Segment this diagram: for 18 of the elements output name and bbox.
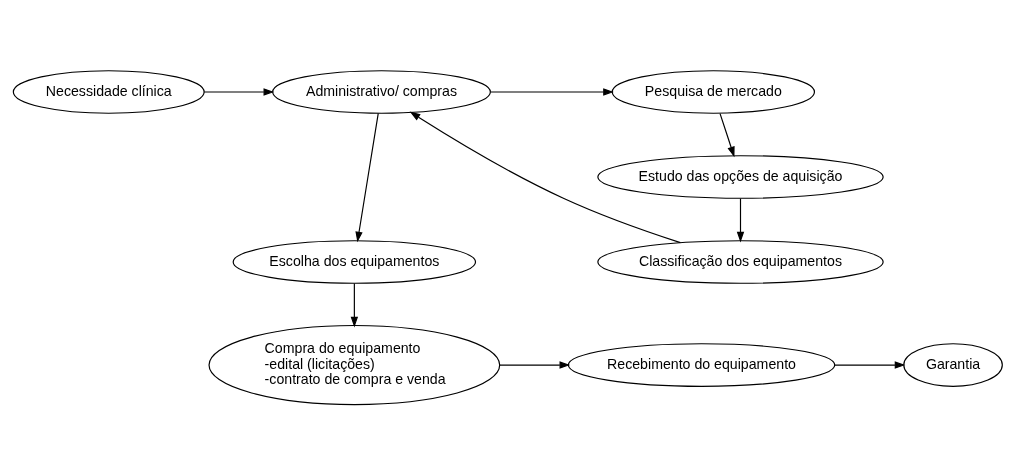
node-ellipse: Administrativo/ compras [272, 70, 491, 114]
node-ellipse: Pesquisa de mercado [611, 70, 816, 114]
node-ellipse: Necessidade clínica [12, 70, 205, 114]
arrow [719, 113, 735, 158]
arrow [409, 111, 681, 244]
node-ellipse: Escolha dos equipamentos [232, 240, 477, 284]
arrow [350, 283, 359, 328]
arrow [834, 361, 906, 369]
node-ellipse: Recebimento do equipamento [567, 343, 836, 387]
node-ellipse: Compra do equipamento -edital (licitações) -contrato de compra e venda [208, 324, 501, 406]
arrow [203, 88, 275, 96]
arrow [499, 361, 571, 369]
arrow [355, 112, 379, 243]
node-ellipse: Estudo das opções de aquisição [597, 155, 884, 199]
node-ellipse: Classificação dos equipamentos [597, 240, 884, 284]
node-ellipse: Garantia [903, 343, 1003, 387]
arrow [736, 198, 745, 243]
arrow [490, 88, 614, 96]
